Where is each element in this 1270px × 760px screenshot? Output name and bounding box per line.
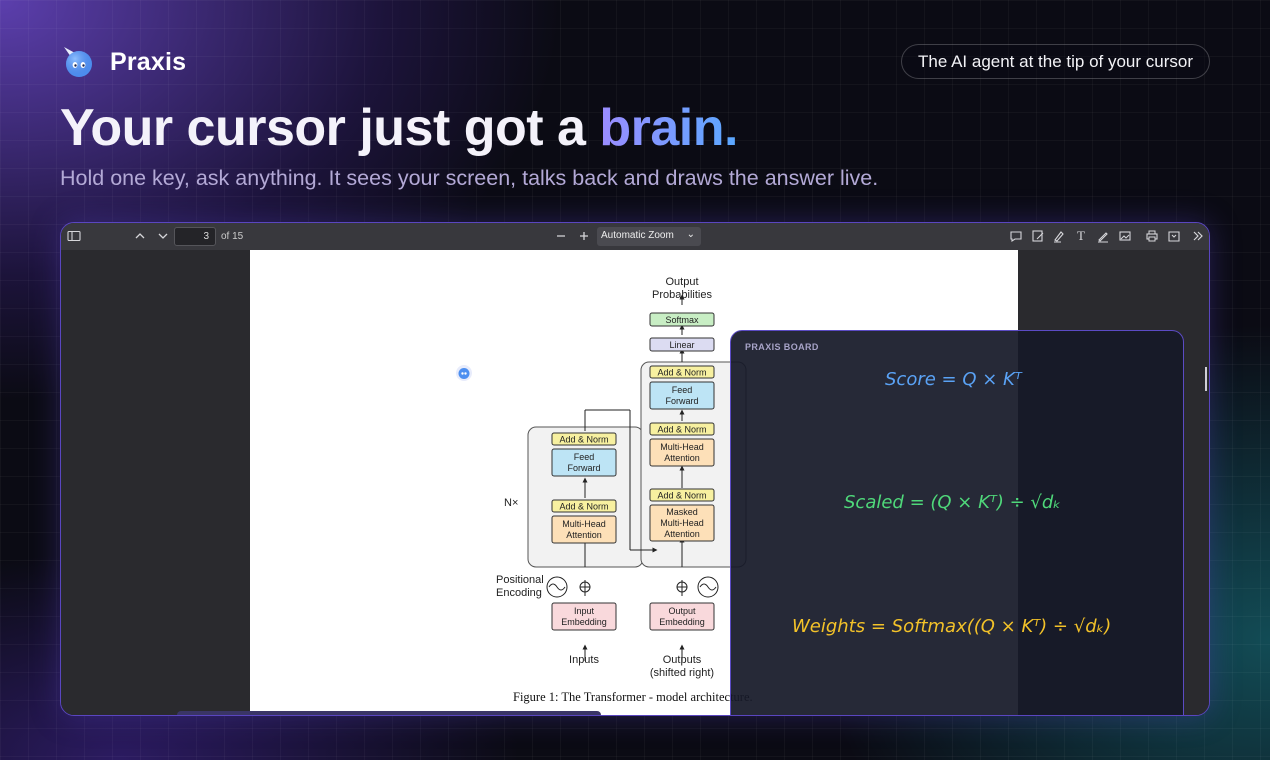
hero-subheadline: Hold one key, ask anything. It sees your… xyxy=(60,166,879,190)
image-icon[interactable] xyxy=(1118,229,1132,243)
formula-score: Score = Q × Kᵀ xyxy=(885,369,1022,390)
next-page-icon[interactable] xyxy=(156,229,170,243)
comment-icon[interactable] xyxy=(1009,229,1023,243)
label-inputs: Inputs xyxy=(569,654,599,666)
bottom-input-bar[interactable] xyxy=(177,711,601,715)
svg-text:Embedding: Embedding xyxy=(561,617,607,627)
svg-text:Embedding: Embedding xyxy=(659,617,705,627)
label-output-2: Probabilities xyxy=(652,289,712,301)
svg-text:Linear: Linear xyxy=(669,340,694,350)
svg-text:Add & Norm: Add & Norm xyxy=(657,491,706,501)
zoom-in-icon[interactable] xyxy=(577,229,591,243)
hero-headline: Your cursor just got a brain. xyxy=(60,98,738,158)
text-tool-icon[interactable]: T xyxy=(1077,228,1085,243)
svg-text:Multi-Head: Multi-Head xyxy=(660,442,704,452)
praxis-mascot-icon xyxy=(64,47,92,77)
save-icon[interactable] xyxy=(1167,229,1181,243)
svg-text:Attention: Attention xyxy=(664,529,700,539)
zoom-out-icon[interactable] xyxy=(554,229,568,243)
label-nx: N× xyxy=(504,497,518,509)
zoom-value: Automatic Zoom xyxy=(601,230,674,241)
svg-text:Softmax: Softmax xyxy=(665,315,699,325)
tools-menu-icon[interactable] xyxy=(1191,229,1205,243)
label-positional: Positional xyxy=(496,574,544,586)
svg-text:Multi-Head: Multi-Head xyxy=(660,518,704,528)
svg-text:Add & Norm: Add & Norm xyxy=(559,502,608,512)
previous-page-icon[interactable] xyxy=(133,229,147,243)
praxis-cursor-icon xyxy=(456,365,472,381)
label-outputs: Outputs xyxy=(663,654,702,666)
headline-accent: brain. xyxy=(599,99,738,157)
svg-text:Feed: Feed xyxy=(672,385,693,395)
brand-logo[interactable]: Praxis xyxy=(60,44,186,80)
svg-text:Feed: Feed xyxy=(574,452,595,462)
svg-text:Forward: Forward xyxy=(567,463,600,473)
highlight-icon[interactable] xyxy=(1052,229,1066,243)
label-shifted-right: (shifted right) xyxy=(650,667,714,679)
demo-screenshot-frame: 3 of 15 Automatic Zoom ⌄ T xyxy=(60,222,1210,716)
formula-weights: Weights = Softmax((Q × Kᵀ) ÷ √dₖ) xyxy=(792,616,1112,637)
svg-text:Add & Norm: Add & Norm xyxy=(657,425,706,435)
pdf-toolbar: 3 of 15 Automatic Zoom ⌄ T xyxy=(61,223,1209,250)
svg-text:Forward: Forward xyxy=(665,396,698,406)
svg-text:Attention: Attention xyxy=(566,530,602,540)
headline-prefix: Your cursor just got a xyxy=(60,99,600,157)
svg-text:Masked: Masked xyxy=(666,507,698,517)
svg-text:Output: Output xyxy=(668,606,696,616)
brand-name: Praxis xyxy=(110,47,187,76)
chevron-down-icon: ⌄ xyxy=(686,229,695,240)
svg-text:Input: Input xyxy=(574,606,595,616)
zoom-select[interactable]: Automatic Zoom ⌄ xyxy=(597,227,701,246)
svg-text:Attention: Attention xyxy=(664,453,700,463)
sidebar-toggle-icon[interactable] xyxy=(67,229,81,243)
signature-icon[interactable] xyxy=(1031,229,1045,243)
page-total: of 15 xyxy=(221,231,244,242)
label-encoding: Encoding xyxy=(496,587,542,599)
svg-text:Add & Norm: Add & Norm xyxy=(657,368,706,378)
praxis-board-panel[interactable]: PRAXIS BOARD Score = Q × Kᵀ Scaled = (Q … xyxy=(730,330,1184,715)
board-title: PRAXIS BOARD xyxy=(745,342,819,352)
label-output-1: Output xyxy=(665,276,698,288)
page-number-input[interactable]: 3 xyxy=(174,227,216,246)
svg-text:Add & Norm: Add & Norm xyxy=(559,435,608,445)
scrollbar-thumb[interactable] xyxy=(1205,367,1207,391)
formula-scaled: Scaled = (Q × Kᵀ) ÷ √dₖ xyxy=(844,492,1061,513)
figure-caption: Figure 1: The Transformer - model archit… xyxy=(513,690,753,704)
draw-icon[interactable] xyxy=(1096,229,1110,243)
svg-text:Multi-Head: Multi-Head xyxy=(562,519,606,529)
print-icon[interactable] xyxy=(1145,229,1159,243)
tagline-pill: The AI agent at the tip of your cursor xyxy=(901,44,1210,79)
